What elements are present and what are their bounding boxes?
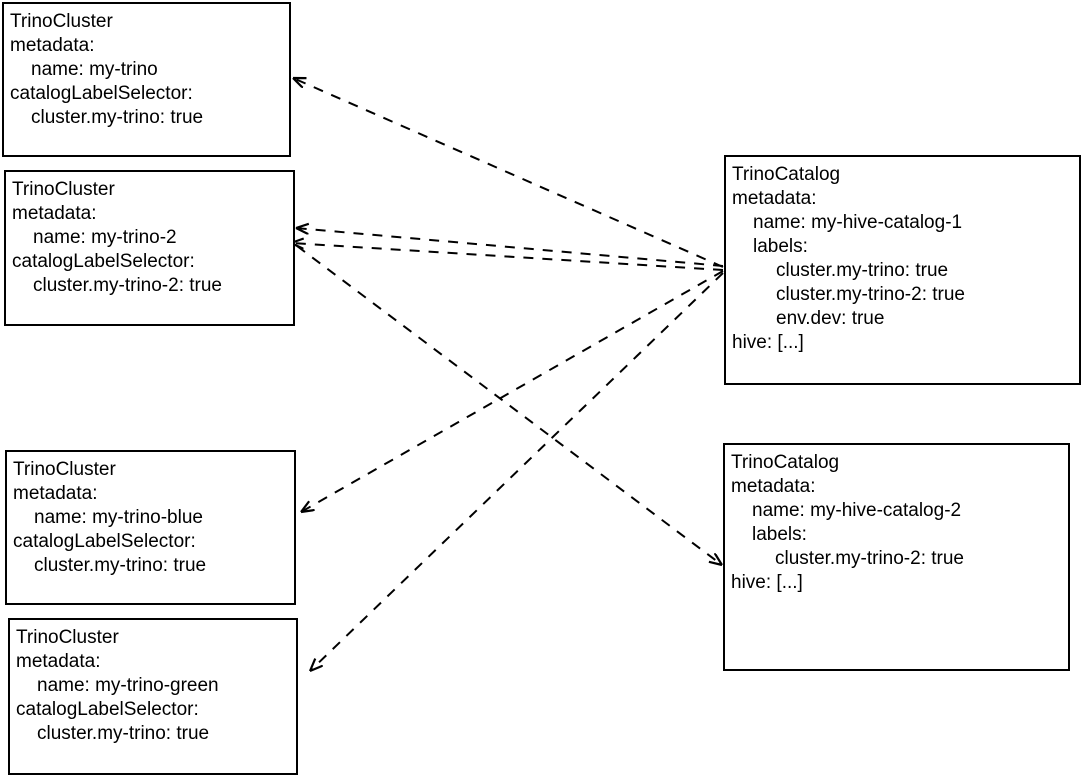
node-trinocatalog-my-hive-catalog-2[interactable]: TrinoCatalog metadata: name: my-hive-cat… [723,443,1070,671]
edge-catalog1-to-my-trino [293,78,724,268]
catalog-label-selector-value: cluster.my-trino-2: true [33,275,222,296]
metadata-key: metadata: [10,35,95,56]
edge-my-trino-2-to-catalog2 [296,245,722,565]
node-trinocluster-my-trino-green[interactable]: TrinoCluster metadata: name: my-trino-gr… [8,618,298,775]
node-kind: TrinoCluster [10,11,113,32]
label-item: cluster.my-trino: true [776,260,949,281]
edge-catalog1-to-my-trino-2-alt [291,243,724,271]
metadata-key: metadata: [16,651,101,672]
label-item: cluster.my-trino-2: true [776,284,965,305]
metadata-name: name: my-trino [31,59,158,80]
node-kind: TrinoCluster [13,459,116,480]
metadata-name: name: my-hive-catalog-2 [752,500,962,521]
catalog-label-selector-key: catalogLabelSelector: [13,531,196,552]
catalog-label-selector-key: catalogLabelSelector: [10,83,193,104]
metadata-key: metadata: [12,203,97,224]
connector-spec: hive: [...] [731,572,803,593]
metadata-name: name: my-trino-green [37,675,219,696]
catalog-label-selector-value: cluster.my-trino: true [37,723,210,744]
metadata-name: name: my-hive-catalog-1 [753,212,963,233]
metadata-key: metadata: [13,483,98,504]
node-trinocatalog-my-hive-catalog-1[interactable]: TrinoCatalog metadata: name: my-hive-cat… [724,155,1081,385]
edge-catalog1-to-my-trino-blue [301,270,724,512]
node-trinocluster-my-trino-blue[interactable]: TrinoCluster metadata: name: my-trino-bl… [5,450,296,605]
metadata-key: metadata: [731,476,816,497]
node-kind: TrinoCluster [12,179,115,200]
node-trinocluster-my-trino-2[interactable]: TrinoCluster metadata: name: my-trino-2 … [4,170,295,326]
labels-key: labels: [752,524,807,545]
catalog-label-selector-key: catalogLabelSelector: [16,699,199,720]
edge-catalog1-to-my-trino-2 [296,228,724,267]
node-kind: TrinoCatalog [732,164,841,185]
node-kind: TrinoCluster [16,627,119,648]
node-kind: TrinoCatalog [731,452,840,473]
catalog-label-selector-value: cluster.my-trino: true [34,555,207,576]
metadata-name: name: my-trino-2 [33,227,177,248]
label-item: env.dev: true [776,308,885,329]
catalog-label-selector-value: cluster.my-trino: true [31,107,204,128]
connector-spec: hive: [...] [732,332,804,353]
node-trinocluster-my-trino[interactable]: TrinoCluster metadata: name: my-trino ca… [2,2,291,157]
catalog-label-selector-key: catalogLabelSelector: [12,251,195,272]
label-item: cluster.my-trino-2: true [775,548,964,569]
labels-key: labels: [753,236,808,257]
metadata-key: metadata: [732,188,817,209]
edge-catalog1-to-my-trino-green [310,272,724,671]
metadata-name: name: my-trino-blue [34,507,203,528]
